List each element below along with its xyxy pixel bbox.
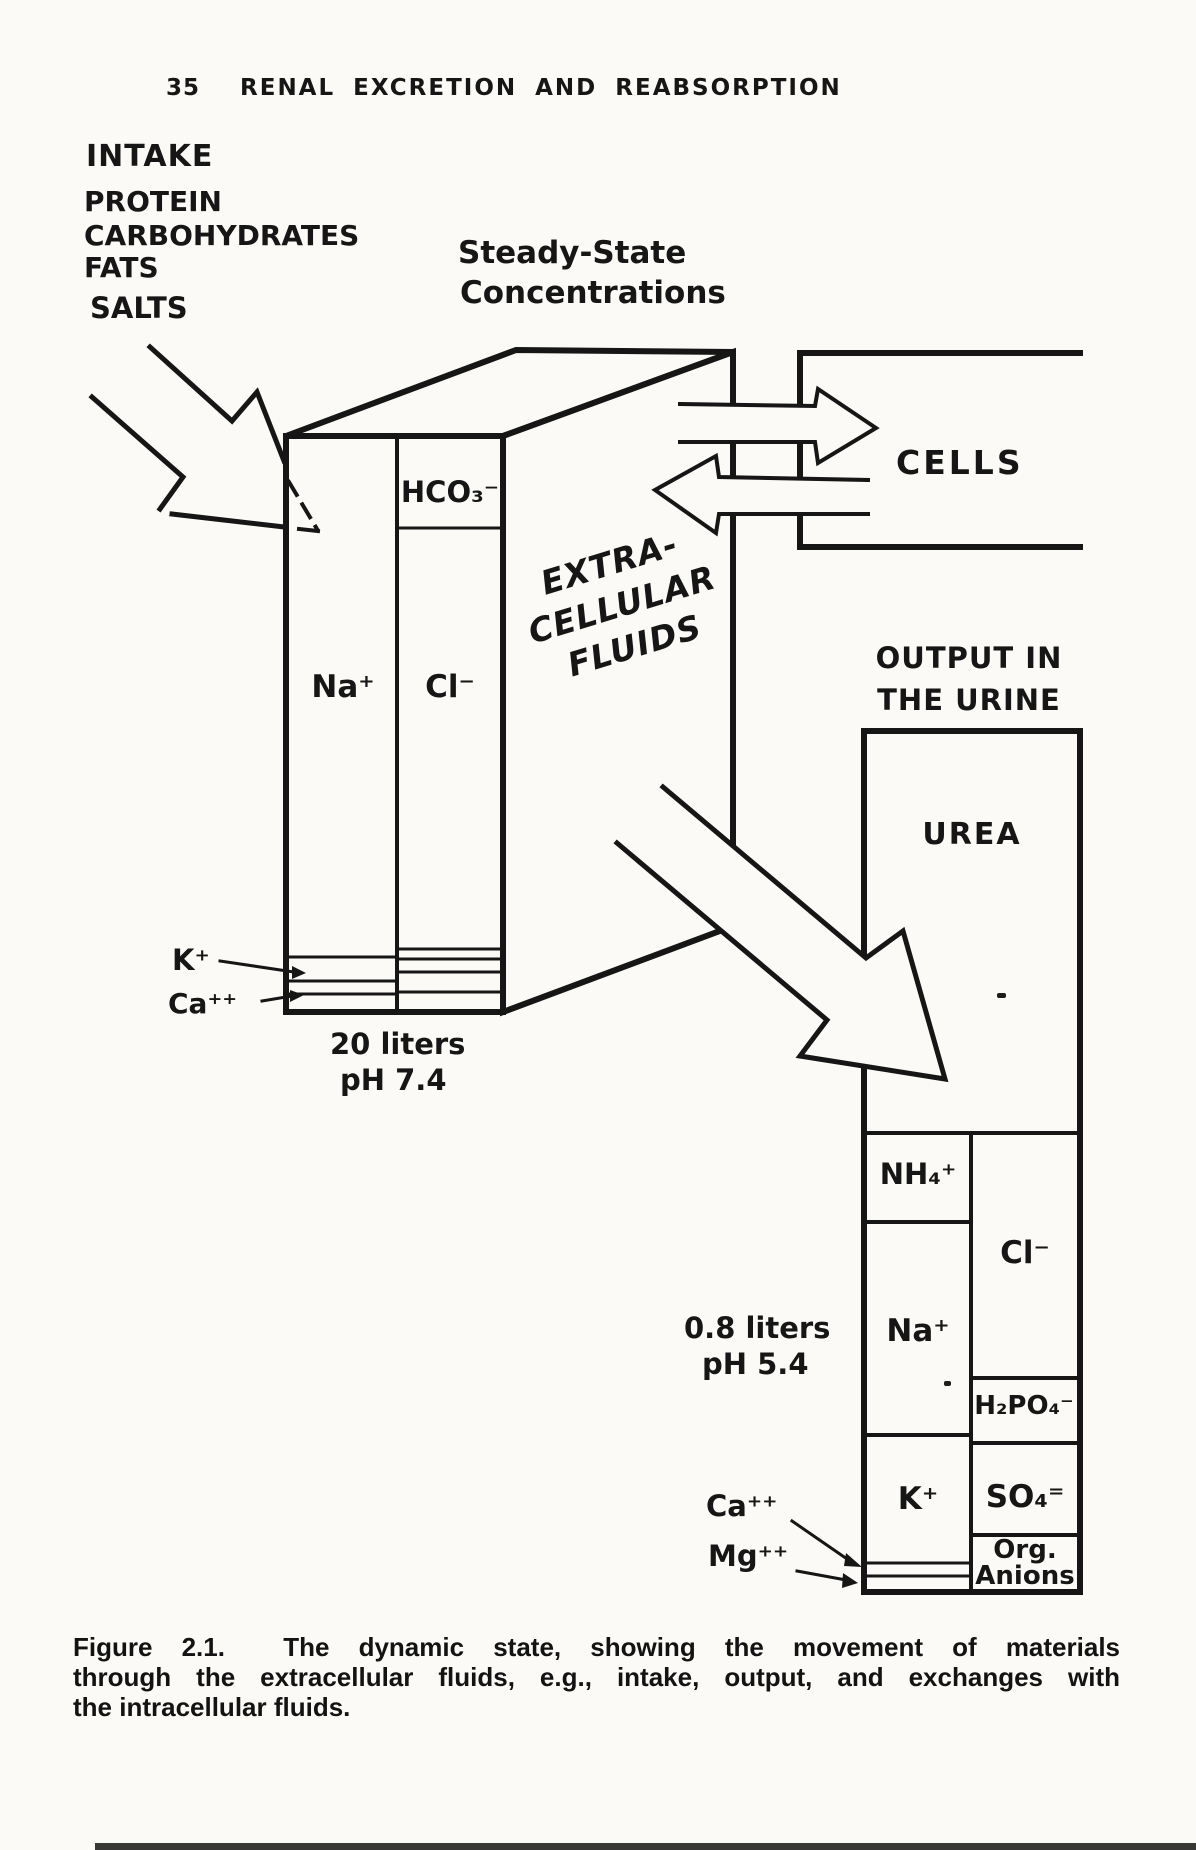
urine-volume-label: 0.8 liters [684,1311,831,1345]
urine-mg-label: Mg⁺⁺ [708,1539,789,1573]
caption-line3: the intracellular fluids. [73,1692,351,1722]
page-header: 35 RENAL EXCRETION AND REABSORPTION [166,75,842,101]
ecf-ph-label: pH 7.4 [340,1063,447,1097]
steady-state-line2: Concentrations [460,275,726,311]
pointer-lines [218,959,862,1588]
scan-artifacts [95,993,1196,1850]
urine-org-anions-line1: Org. [993,1535,1057,1565]
arrow-ecf-to-urine-icon [613,783,949,1083]
cells-label: CELLS [896,443,1024,482]
arrow-cells-to-ecf-icon [651,452,871,537]
intake-arrow-icon [88,343,321,534]
urine-column [861,728,1083,1595]
intake-item-fats: FATS [84,251,159,284]
ecf-na-label: Na⁺ [311,669,375,705]
page-number: 35 [166,75,201,101]
steady-state-line1: Steady-State [458,235,687,271]
urine-na-label: Na⁺ [886,1313,950,1349]
intake-title: INTAKE [86,139,214,174]
urine-h2po4-label: H₂PO₄⁻ [974,1391,1074,1421]
intake-item-salts: SALTS [90,291,188,325]
intake-item-carbohydrates: CARBOHYDRATES [84,219,360,252]
ecf-ca-label: Ca⁺⁺ [168,987,238,1020]
ecf-hco3-label: HCO₃⁻ [400,475,500,509]
urine-ph-label: pH 5.4 [702,1347,809,1381]
urine-cl-label: Cl⁻ [1000,1235,1050,1271]
caption-line2: through the extracellular fluids, e.g., … [73,1662,1120,1692]
urine-heading-line2: THE URINE [877,683,1061,717]
caption-line1: Figure 2.1. The dynamic state, showing t… [73,1632,1120,1662]
urine-org-anions-line2: Anions [975,1561,1075,1591]
arrow-ecf-to-cells-icon [677,385,880,467]
ecf-volume-label: 20 liters [330,1027,466,1061]
urine-ca-label: Ca⁺⁺ [706,1489,778,1523]
intake-item-protein: PROTEIN [84,185,222,218]
urine-urea-label: UREA [922,817,1022,852]
urine-nh4-label: NH₄⁺ [879,1157,957,1191]
page-title: RENAL EXCRETION AND REABSORPTION [240,75,842,101]
urine-heading-line1: OUTPUT IN [875,641,1063,675]
urine-k-label: K⁺ [897,1481,939,1517]
ecf-k-label: K⁺ [172,943,210,977]
ecf-cl-label: Cl⁻ [425,669,475,705]
urine-so4-label: SO₄⁼ [985,1479,1065,1515]
